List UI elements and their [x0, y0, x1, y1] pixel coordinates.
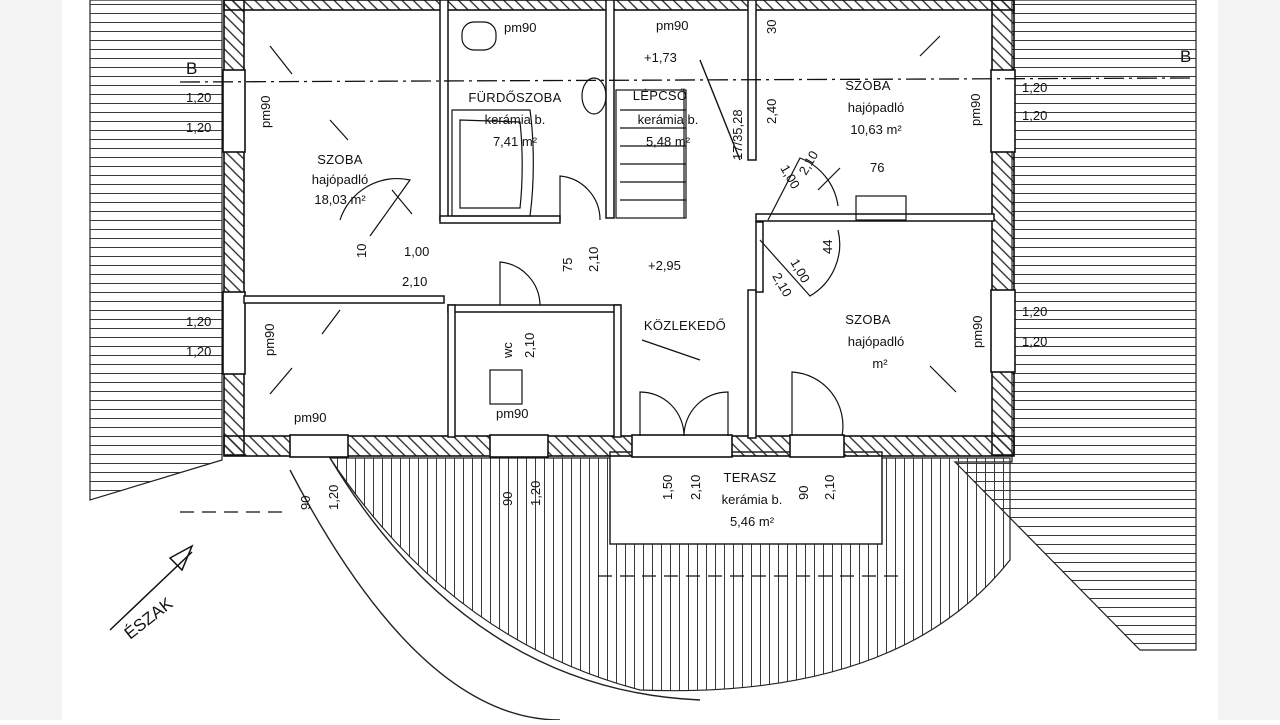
room-lepcso-floor: kerámia b. — [638, 112, 699, 127]
label-level-295: +2,95 — [648, 258, 681, 273]
label-win-l2-pm: pm90 — [262, 323, 277, 356]
label-win-l1-pm: pm90 — [258, 95, 273, 128]
bathroom-fixtures — [451, 21, 907, 405]
room-szoba-br-area: m² — [872, 356, 888, 371]
label-door-100a: 1,00 — [404, 244, 429, 259]
left-margin — [0, 0, 62, 720]
room-lepcso-name: LÉPCSŐ — [633, 88, 688, 103]
label-win-l2-b: 1,20 — [186, 344, 211, 359]
room-szoba-br-floor: hajópadló — [848, 334, 904, 349]
room-szoba-tr-floor: hajópadló — [848, 100, 904, 115]
label-win-l2-a: 1,20 — [186, 314, 211, 329]
label-win-r1-a: 1,20 — [1022, 80, 1047, 95]
label-win-s2-b: 1,20 — [528, 481, 543, 506]
room-szoba-tr-name: SZOBA — [845, 78, 891, 93]
label-win-l1-a: 1,20 — [186, 90, 211, 105]
north-arrow — [109, 544, 194, 631]
label-ter-90: 90 — [796, 486, 811, 500]
label-bottom-pm90: pm90 — [294, 410, 327, 425]
label-dim-240: 2,40 — [764, 99, 779, 124]
room-szoba-br-name: SZOBA — [845, 312, 891, 327]
label-stair-pm90: pm90 — [656, 18, 689, 33]
room-furdo-area: 7,41 m² — [493, 134, 538, 149]
label-ter-150: 1,50 — [660, 475, 675, 500]
label-stair-17: 17/35,28 — [730, 109, 745, 160]
room-lepcso-area: 5,48 m² — [646, 134, 691, 149]
label-small-pm90: pm90 — [496, 406, 529, 421]
right-margin — [1218, 0, 1280, 720]
label-win-l1-b: 1,20 — [186, 120, 211, 135]
room-terasz-floor: kerámia b. — [722, 492, 783, 507]
room-szoba-left-name: SZOBA — [317, 152, 363, 167]
north-label: ÉSZAK — [121, 593, 177, 643]
label-ter-210b: 2,10 — [822, 475, 837, 500]
room-szoba-left-floor: hajópadló — [312, 172, 368, 187]
label-win-r2-a: 1,20 — [1022, 304, 1047, 319]
label-ter-210a: 2,10 — [688, 475, 703, 500]
section-mark-right: B — [1180, 47, 1191, 66]
staircase — [615, 59, 741, 219]
label-door-210b: 2,10 — [586, 247, 601, 272]
label-win-s1-b: 1,20 — [326, 485, 341, 510]
room-kozlekedo-name: KÖZLEKEDŐ — [644, 318, 726, 333]
label-dim-44: 44 — [820, 240, 835, 254]
room-terasz-name: TERASZ — [723, 470, 776, 485]
label-win-s1-a: 90 — [298, 496, 313, 510]
label-level-173: +1,73 — [644, 50, 677, 65]
label-win-r2-pm: pm90 — [970, 315, 985, 348]
section-mark-left: B — [186, 59, 197, 78]
room-szoba-tr-area: 10,63 m² — [850, 122, 902, 137]
terrace-area — [609, 451, 883, 545]
section-line — [179, 77, 1191, 83]
room-terasz-area: 5,46 m² — [730, 514, 775, 529]
door-swings — [339, 157, 844, 437]
room-furdo-name: FÜRDŐSZOBA — [468, 90, 561, 105]
label-dim-76: 76 — [870, 160, 884, 175]
room-furdo-floor: kerámia b. — [485, 112, 546, 127]
label-door-210e: 2,10 — [522, 333, 537, 358]
label-dim-30: 30 — [764, 20, 779, 34]
label-wc-pm90: pm90 — [504, 20, 537, 35]
label-door-210a: 2,10 — [402, 274, 427, 289]
label-win-r1-pm: pm90 — [968, 93, 983, 126]
label-dim-10: 10 — [354, 244, 369, 258]
room-szoba-left-area: 18,03 m² — [314, 192, 366, 207]
exterior-walls — [222, 0, 1016, 458]
room-diagonals — [269, 35, 957, 395]
label-win-r2-b: 1,20 — [1022, 334, 1047, 349]
label-win-s2-a: 90 — [500, 492, 515, 506]
label-win-r1-b: 1,20 — [1022, 108, 1047, 123]
room-wc-name: wc — [500, 342, 515, 359]
label-door-75: 75 — [560, 258, 575, 272]
